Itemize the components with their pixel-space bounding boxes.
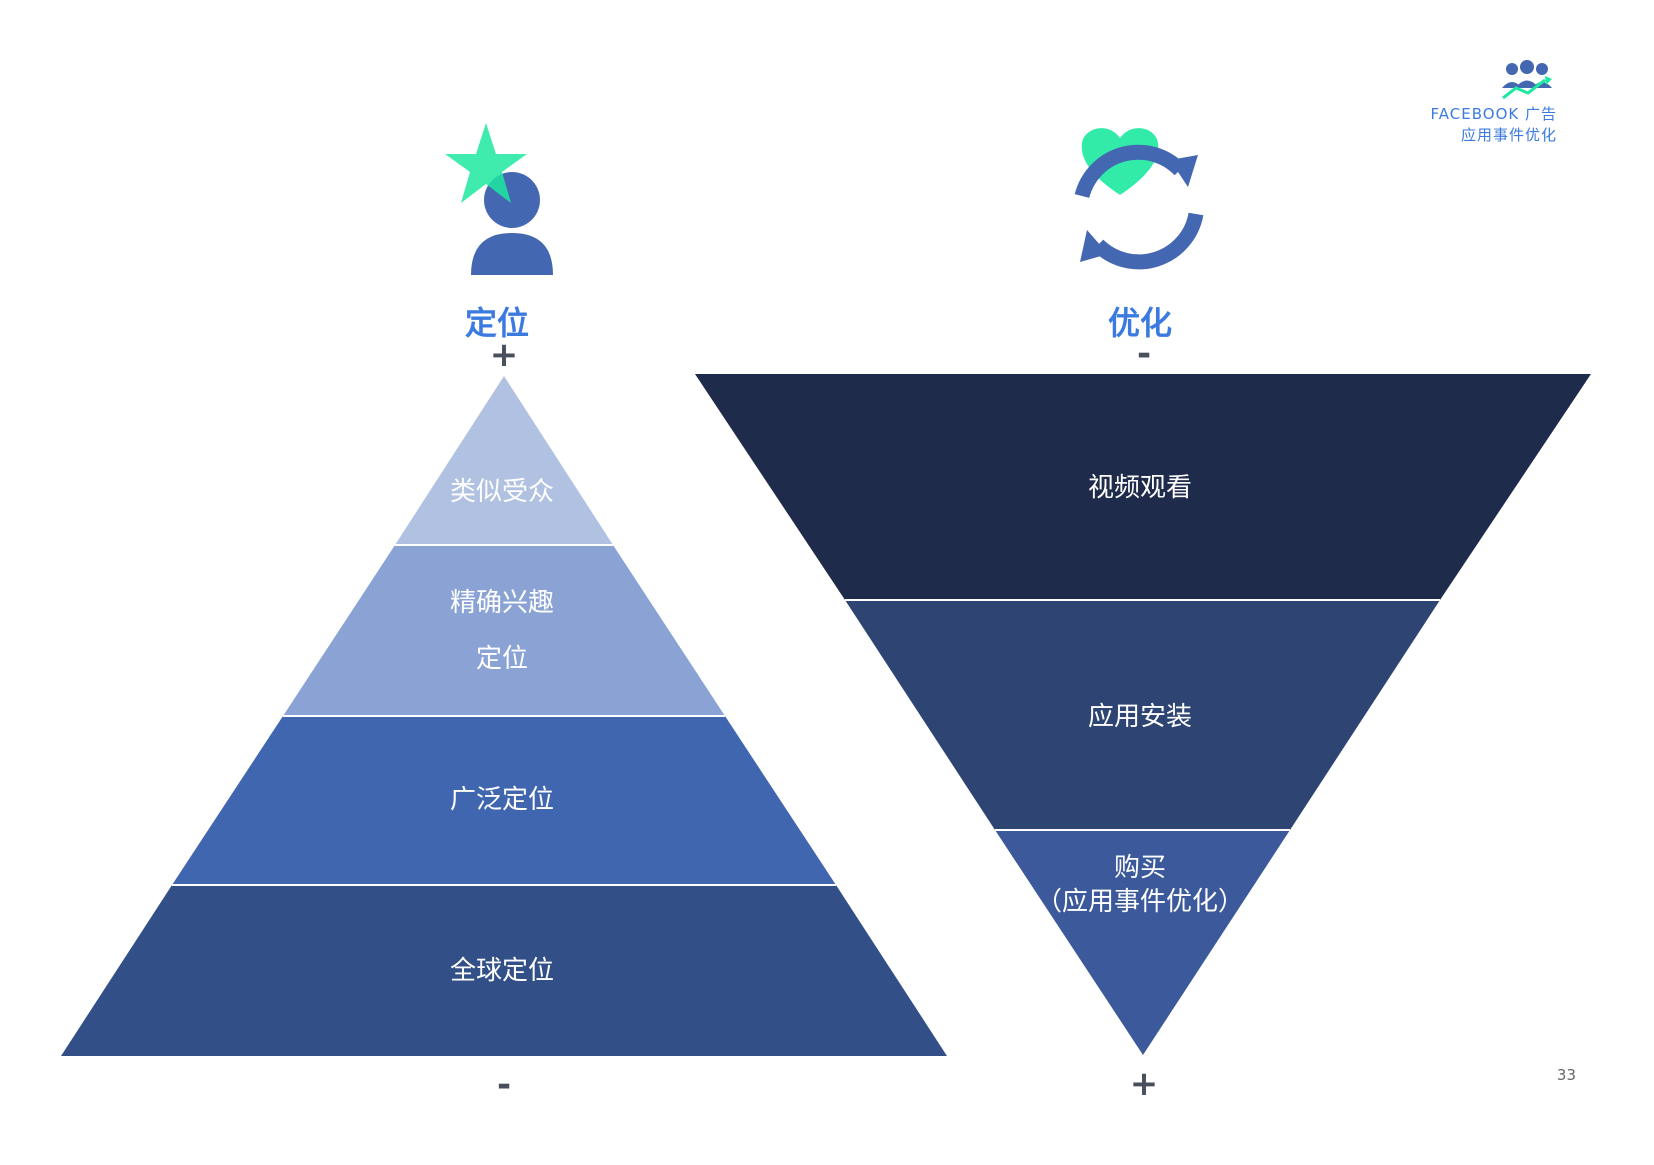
pyramid-layer-4 — [61, 885, 947, 1056]
brand-line-1: FACEBOOK 广告 — [1431, 105, 1557, 123]
optimization-top-sign: - — [1137, 334, 1151, 374]
pyramid-label-interest-line-2: 定位 — [476, 644, 528, 674]
funnel-layer-2 — [845, 600, 1440, 830]
pyramid-label-lookalike: 类似受众 — [450, 477, 554, 507]
team-growth-icon — [1502, 60, 1552, 100]
targeting-top-sign: + — [490, 335, 519, 375]
pyramid-label-global: 全球定位 — [450, 956, 554, 986]
optimization-bottom-sign: + — [1130, 1064, 1159, 1104]
funnel-label-purchase-line-2: （应用事件优化） — [1036, 887, 1244, 917]
targeting-bottom-sign: - — [497, 1065, 511, 1105]
funnel-label-video-views: 视频观看 — [1088, 473, 1192, 503]
funnel-layer-3 — [995, 830, 1290, 1055]
funnel-label-purchase-line-1: 购买 — [1114, 853, 1166, 883]
funnel-label-app-installs: 应用安装 — [1088, 702, 1192, 732]
page-number: 33 — [1557, 1066, 1576, 1084]
pyramid-label-broad: 广泛定位 — [450, 785, 554, 815]
funnel-layer-1 — [695, 374, 1591, 600]
pyramid-layer-1 — [395, 376, 613, 545]
person-star-icon — [445, 123, 553, 275]
pyramid-label-interest-line-1: 精确兴趣 — [450, 588, 554, 618]
brand-line-2: 应用事件优化 — [1461, 126, 1557, 144]
targeting-section: 定位 + 类似受众 精确兴趣 定位 广泛定位 全球定位 - — [61, 123, 947, 1105]
pyramid-layer-2 — [283, 545, 725, 716]
targeting-title: 定位 — [465, 304, 529, 342]
pyramid-layer-3 — [172, 716, 836, 885]
brand-block: FACEBOOK 广告 应用事件优化 — [1431, 60, 1557, 144]
heart-refresh-icon — [1074, 128, 1204, 270]
optimization-title: 优化 — [1108, 304, 1172, 342]
optimization-section: 优化 - 视频观看 应用安装 购买 （应用事件优化） + — [695, 128, 1591, 1104]
